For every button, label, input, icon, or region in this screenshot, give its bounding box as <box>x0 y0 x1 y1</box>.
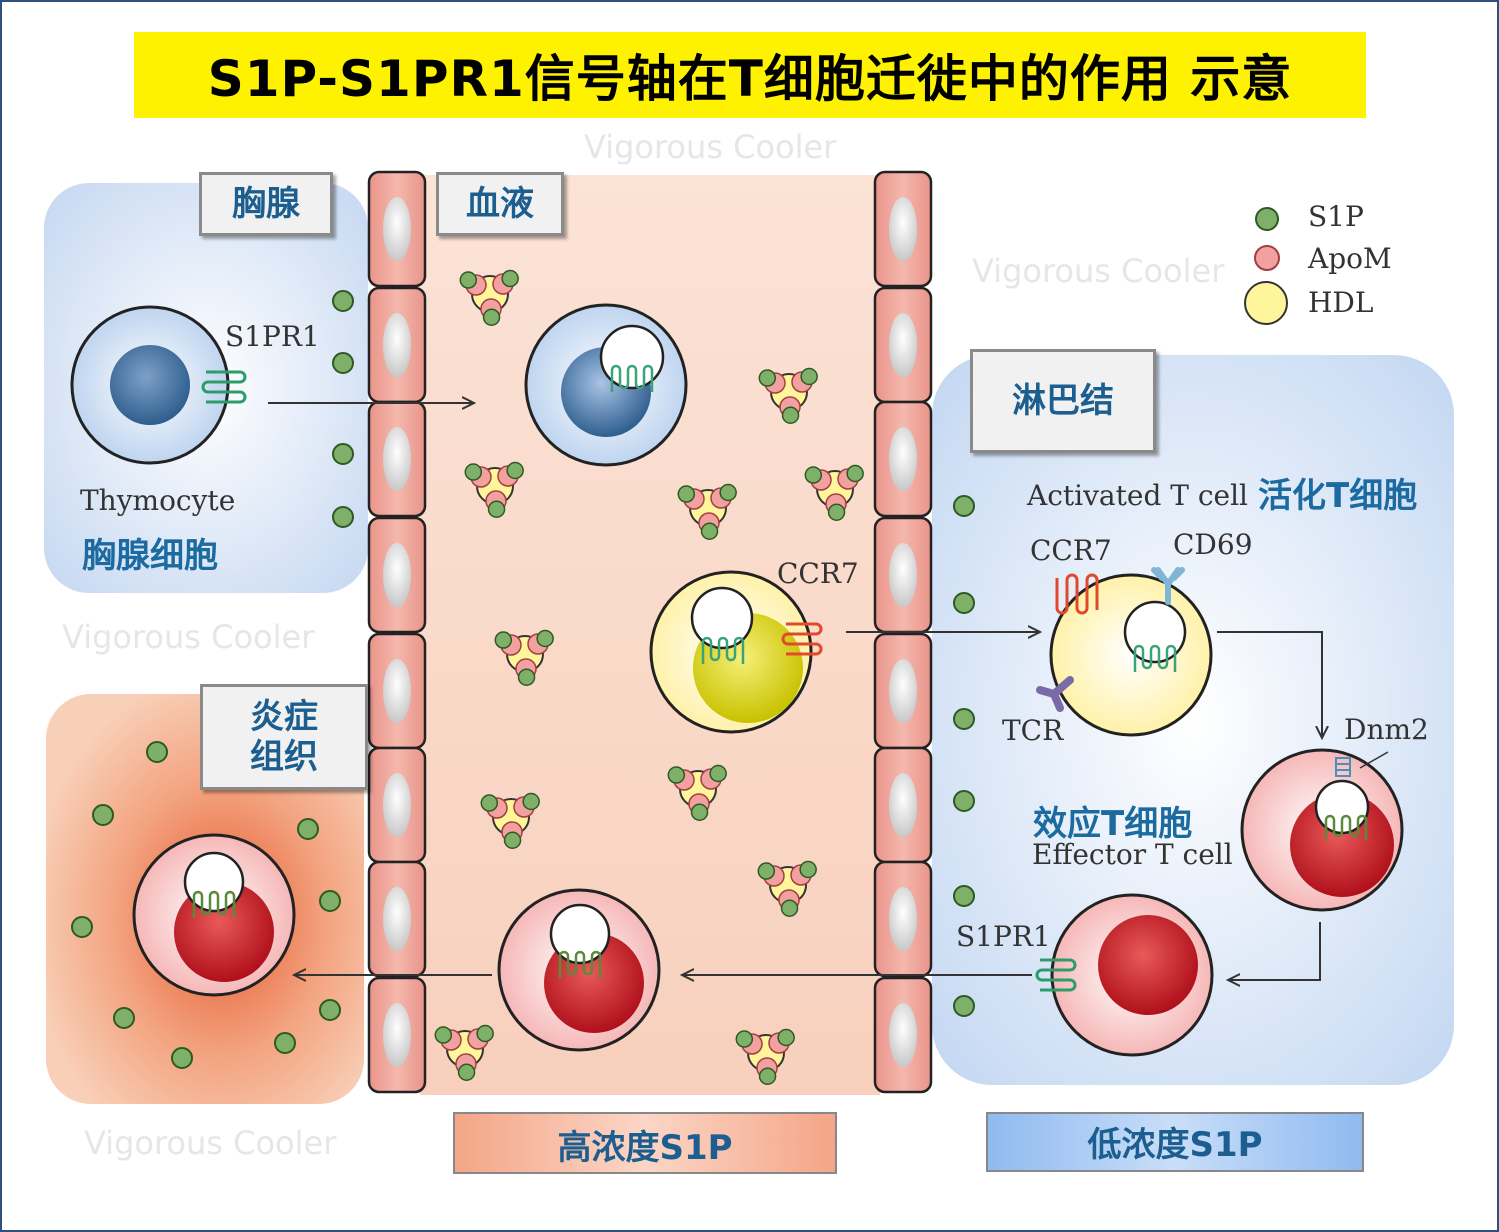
inflamed-tissue-label: 炎症 组织 <box>200 684 368 790</box>
s1pr1-thymus-label: S1PR1 <box>225 320 320 353</box>
s1p-dot <box>71 916 93 938</box>
activated-cn-label: 活化T细胞 <box>1258 476 1418 516</box>
ccr7-ln-label: CCR7 <box>1030 534 1112 567</box>
high-concentration-bar <box>453 1112 837 1174</box>
endothelial-cell <box>367 516 427 634</box>
s1p-dot <box>113 1007 135 1029</box>
endothelial-cell <box>873 286 933 404</box>
legend-apom: ApoM <box>1308 242 1392 275</box>
legend-apom-swatch <box>1254 245 1280 271</box>
lymph-node-label: 淋巴结 <box>970 349 1156 453</box>
endothelial-cell <box>367 976 427 1094</box>
thymocyte-cell <box>70 305 230 465</box>
blood-naive-t-cell <box>524 303 688 467</box>
s1p-dot <box>332 443 354 465</box>
page-title: S1P-S1PR1信号轴在T细胞迁徙中的作用 示意 <box>207 50 1293 108</box>
hdl-apom-s1p-complex <box>480 792 540 849</box>
endothelial-cell <box>873 976 933 1094</box>
svg-text:Vigorous Cooler: Vigorous Cooler <box>62 618 315 656</box>
activated-en-label: Activated T cell <box>1027 479 1249 512</box>
s1p-dot <box>953 495 975 517</box>
dnm2-label: Dnm2 <box>1344 713 1429 746</box>
legend-hdl: HDL <box>1308 286 1374 319</box>
s1pr1-ln-label: S1PR1 <box>956 920 1051 953</box>
thymocyte-en-label: Thymocyte <box>80 484 236 517</box>
hdl-apom-s1p-complex <box>494 629 554 686</box>
hdl-apom-s1p-complex <box>735 1028 795 1085</box>
blood-ccr7-t-cell <box>649 570 823 734</box>
endothelial-cell <box>873 746 933 864</box>
s1p-dots <box>71 290 975 1069</box>
low-concentration-bar <box>986 1112 1364 1172</box>
hdl-apom-s1p-complex <box>804 464 864 521</box>
endothelial-cell <box>873 400 933 518</box>
s1p-dot <box>953 790 975 812</box>
legend-hdl-swatch <box>1244 281 1288 325</box>
endothelial-cell <box>367 170 427 288</box>
s1p-dot <box>953 708 975 730</box>
legend-s1p: S1P <box>1308 200 1364 233</box>
hdl-apom-s1p-complex <box>459 269 519 326</box>
hdl-apom-s1p-complex <box>434 1024 494 1081</box>
s1p-dot <box>171 1047 193 1069</box>
migration-arrows <box>268 403 1389 980</box>
s1p-dot <box>92 804 114 826</box>
activated-t-cell <box>1036 567 1213 737</box>
left-vessel-wall <box>367 170 427 1094</box>
endothelial-cell <box>873 860 933 978</box>
ccr7-blood-label: CCR7 <box>777 557 859 590</box>
legend-s1p-swatch <box>1255 207 1279 231</box>
endothelial-cell <box>367 746 427 864</box>
svg-text:Vigorous Cooler: Vigorous Cooler <box>584 128 837 166</box>
tcr-label: TCR <box>1002 714 1064 747</box>
s1p-dot <box>319 999 341 1021</box>
hdl-apom-s1p-complex <box>667 764 727 821</box>
s1p-dot <box>953 995 975 1017</box>
endothelial-cell <box>873 170 933 288</box>
right-vessel-wall <box>873 170 933 1094</box>
endothelial-cell <box>367 400 427 518</box>
s1p-dot <box>319 890 341 912</box>
s1p-dot <box>146 741 168 763</box>
s1p-dot <box>953 592 975 614</box>
watermarks: Vigorous Cooler Vigorous Cooler Vigorous… <box>62 128 1225 1162</box>
s1p-dot <box>274 1032 296 1054</box>
high-concentration-label: 高浓度S1P <box>557 1127 733 1168</box>
effector-t-cell <box>1035 893 1214 1057</box>
endothelial-cell <box>367 860 427 978</box>
hdl-apom-s1p-complex <box>757 860 817 917</box>
thymocyte-cn-label: 胸腺细胞 <box>82 536 218 576</box>
effector-cn-label: 效应T细胞 <box>1033 804 1193 844</box>
s1p-dot <box>297 818 319 840</box>
effector-en-label: Effector T cell <box>1032 838 1233 871</box>
endothelial-cell <box>873 632 933 750</box>
blood-effector-t-cell <box>497 888 661 1052</box>
s1pr1-receptor-thymocyte <box>201 370 247 404</box>
hdl-apom-s1p-complex <box>677 483 737 540</box>
endothelial-cell <box>367 632 427 750</box>
low-concentration-label: 低浓度S1P <box>1087 1124 1263 1165</box>
thymus-label: 胸腺 <box>199 172 333 236</box>
title-bar: S1P-S1PR1信号轴在T细胞迁徙中的作用 示意 <box>134 32 1366 118</box>
endothelial-cell <box>873 516 933 634</box>
s1p-dot <box>953 885 975 907</box>
cd69-label: CD69 <box>1173 528 1253 561</box>
hdl-apom-s1p-complex <box>758 367 818 424</box>
endothelial-cell <box>367 286 427 404</box>
s1p-dot <box>332 506 354 528</box>
s1p-dot <box>332 290 354 312</box>
blood-label: 血液 <box>436 172 564 236</box>
svg-text:Vigorous Cooler: Vigorous Cooler <box>972 252 1225 290</box>
hdl-apom-s1p-complex <box>464 461 524 518</box>
inflamed-tissue-t-cell <box>132 833 296 997</box>
dnm2-effector-cell <box>1240 748 1404 912</box>
hdl-complexes <box>434 269 864 1085</box>
svg-text:Vigorous Cooler: Vigorous Cooler <box>84 1124 337 1162</box>
s1p-dot <box>332 352 354 374</box>
